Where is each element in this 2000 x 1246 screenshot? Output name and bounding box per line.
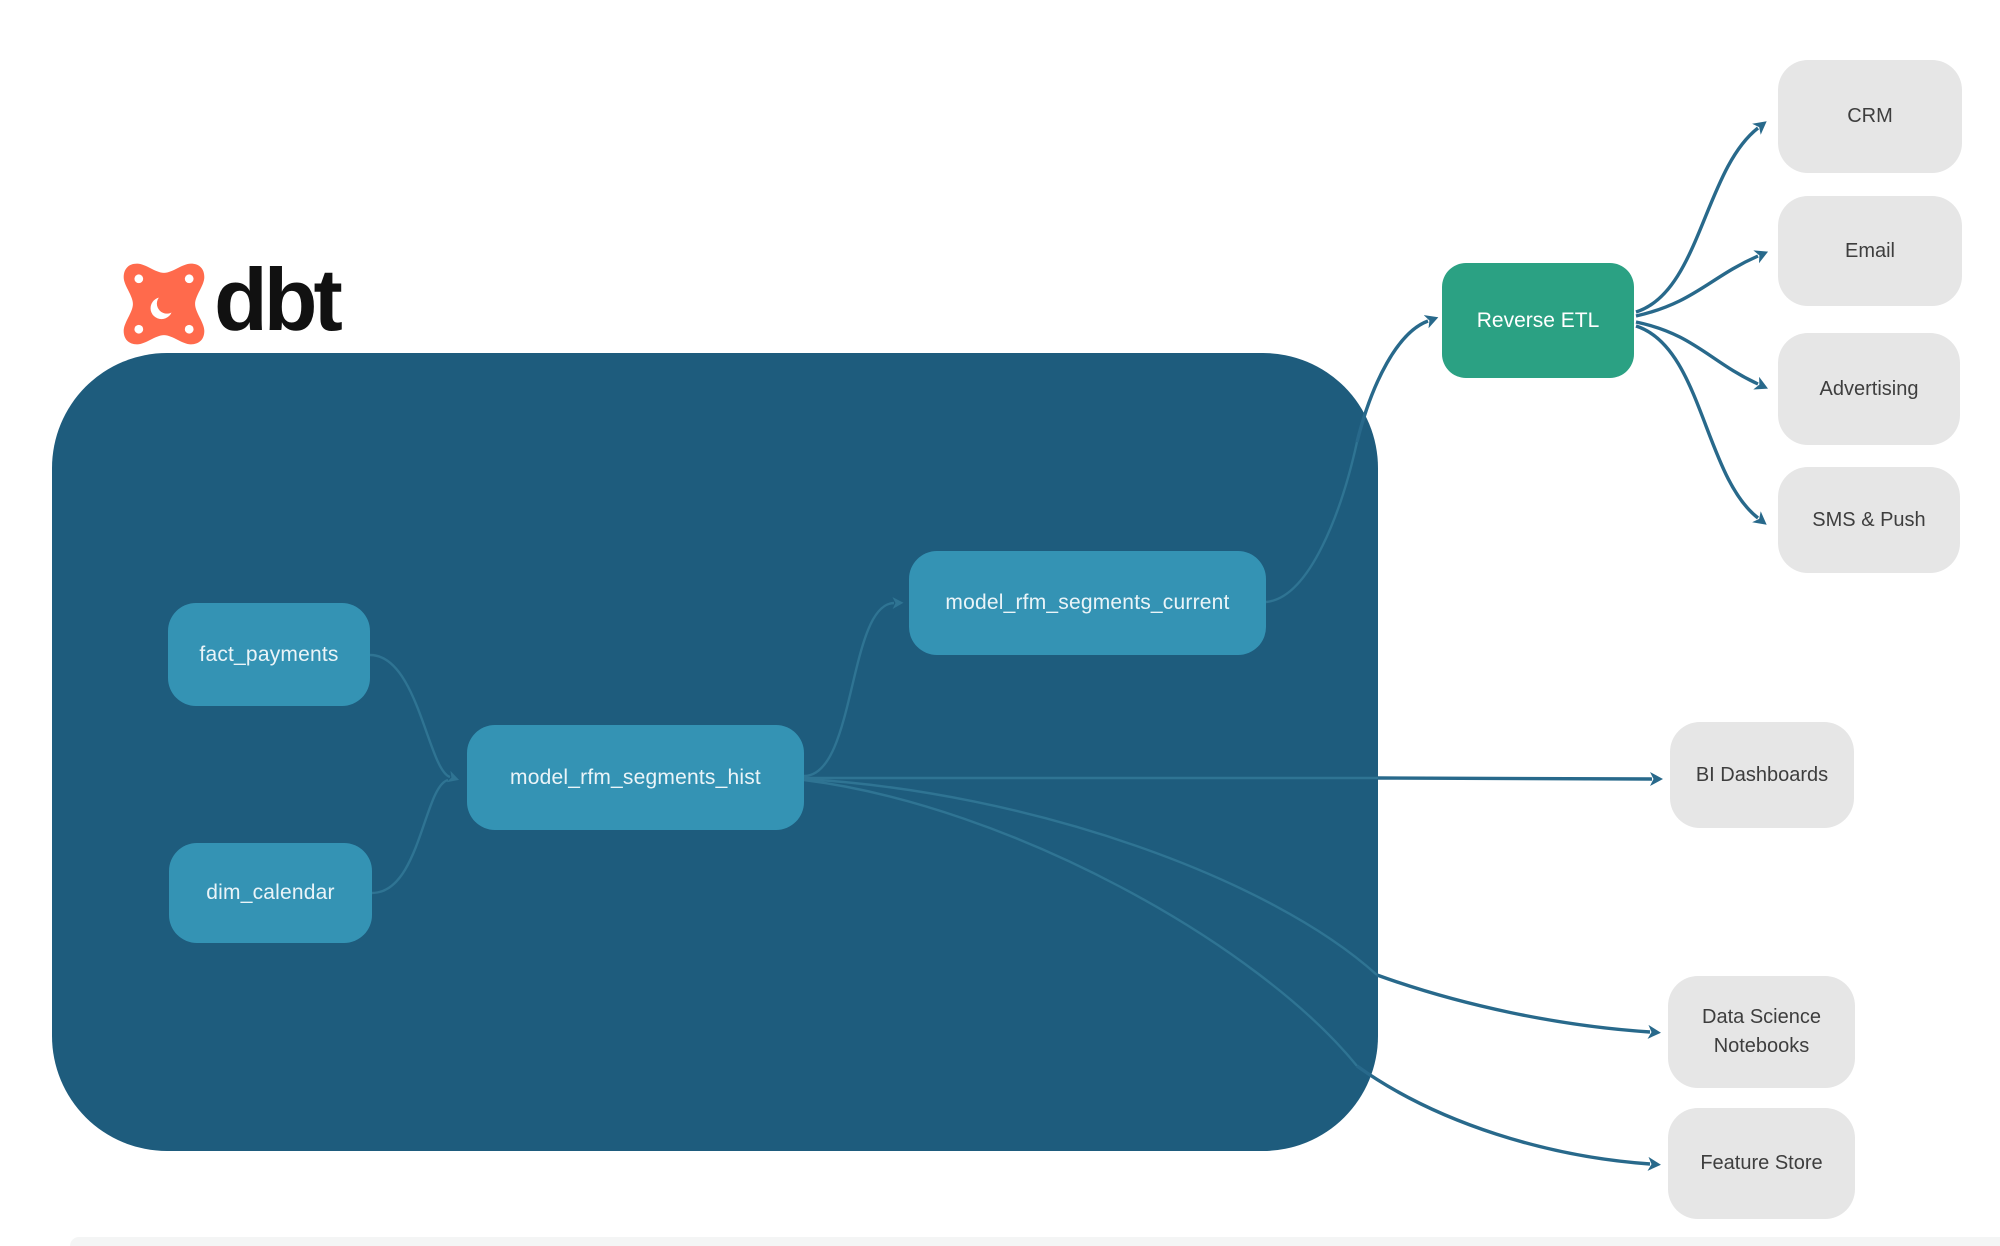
node-data-science-notebooks: Data Science Notebooks: [1668, 976, 1855, 1088]
node-label: Feature Store: [1700, 1152, 1823, 1174]
edge-reverse-etl-to-advertising: [1635, 320, 1768, 390]
node-crm: CRM: [1778, 60, 1962, 173]
page-bottom-edge: [70, 1237, 2000, 1246]
edge-reverse-etl-to-sms-push: [1635, 324, 1767, 525]
edge-dim-calendar-to-hist: [371, 778, 449, 895]
edge-to-bi-dashboards: [1377, 771, 1663, 786]
edge-reverse-etl-to-crm: [1635, 121, 1767, 314]
dbt-logo-wordmark: dbt: [214, 250, 343, 349]
node-advertising: Advertising: [1778, 333, 1960, 445]
node-label: fact_payments: [199, 642, 339, 666]
dbt-logo-icon: [123, 263, 205, 345]
edge-current-to-reverse-etl-inside: [1265, 441, 1359, 604]
node-label: SMS & Push: [1812, 508, 1926, 531]
node-feature-store: Feature Store: [1668, 1108, 1855, 1219]
node-email: Email: [1778, 196, 1962, 306]
node-model-rfm-segments-current: model_rfm_segments_current: [909, 551, 1266, 655]
node-label: Email: [1844, 239, 1895, 262]
node-label: dim_calendar: [206, 881, 335, 904]
node-label: BI Dashboards: [1695, 763, 1829, 786]
node-label: model_rfm_segments_current: [945, 591, 1230, 614]
edge-hist-to-feature-store-inside: [803, 778, 1358, 1067]
edge-to-data-science-notebooks: [1376, 973, 1661, 1039]
edge-hist-to-current: [803, 597, 904, 778]
node-label: Advertising: [1819, 377, 1919, 400]
edge-fact-payments-to-hist: [369, 653, 460, 783]
edge-reverse-etl-to-email: [1635, 250, 1769, 318]
node-dim-calendar: dim_calendar: [169, 843, 372, 943]
node-bi-dashboards: BI Dashboards: [1670, 722, 1854, 828]
node-fact-payments: fact_payments: [168, 603, 370, 706]
node-reverse-etl: Reverse ETL: [1442, 263, 1634, 378]
edge-to-feature-store: [1356, 1064, 1661, 1171]
dbt-logo: dbt: [122, 250, 343, 349]
node-model-rfm-segments-hist: model_rfm_segments_hist: [467, 725, 804, 830]
node-label: Data Science Notebooks: [1702, 1006, 1821, 1057]
node-label: CRM: [1847, 105, 1893, 127]
node-label: Reverse ETL: [1476, 308, 1600, 332]
node-sms-push: SMS & Push: [1778, 467, 1960, 573]
edge-hist-to-notebooks-inside: [803, 777, 1378, 976]
node-label: model_rfm_segments_hist: [510, 765, 761, 789]
edge-to-reverse-etl: [1355, 315, 1439, 443]
